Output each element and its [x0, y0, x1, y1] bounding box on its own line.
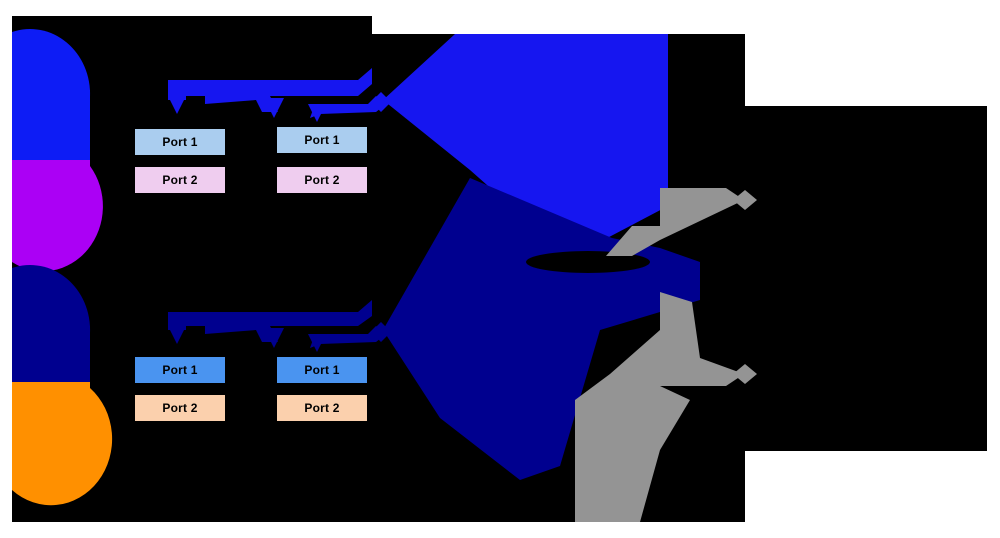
- arrow-bot-right: [308, 334, 326, 352]
- port-label: Port 1: [304, 363, 340, 377]
- node-top-upper[interactable]: [12, 28, 91, 160]
- port-box-top-left-port2[interactable]: Port 2: [134, 166, 226, 194]
- link-gray-lower[interactable]: [575, 292, 757, 522]
- node-top-lower[interactable]: [12, 160, 103, 272]
- node-bot-upper[interactable]: [12, 264, 91, 382]
- port-box-bottom-left-port2[interactable]: Port 2: [134, 394, 226, 422]
- link-top-bus[interactable]: [168, 68, 386, 118]
- arrow-top-mid: [264, 98, 284, 118]
- port-box-bottom-right-port1[interactable]: Port 1: [276, 356, 368, 384]
- port-label: Port 2: [162, 401, 198, 415]
- link-top-fanout[interactable]: [383, 34, 668, 246]
- navy-label-blob: [526, 251, 650, 273]
- port-box-bottom-left-port1[interactable]: Port 1: [134, 356, 226, 384]
- port-label: Port 2: [162, 173, 198, 187]
- port-label: Port 2: [304, 173, 340, 187]
- arrow-bot-left: [168, 326, 186, 344]
- port-box-top-left-port1[interactable]: Port 1: [134, 128, 226, 156]
- port-label: Port 2: [304, 401, 340, 415]
- port-label: Port 1: [304, 133, 340, 147]
- diamond-gray-lower: [733, 364, 757, 384]
- port-box-top-right-port1[interactable]: Port 1: [276, 126, 368, 154]
- arrow-bot-mid: [264, 328, 284, 348]
- node-bot-lower[interactable]: [12, 382, 113, 506]
- port-box-bottom-right-port2[interactable]: Port 2: [276, 394, 368, 422]
- canvas-panel-right: [745, 106, 987, 451]
- link-gray-upper[interactable]: [606, 188, 757, 256]
- diamond-top-a: [371, 92, 391, 112]
- port-label: Port 1: [162, 135, 198, 149]
- arrow-top-right: [308, 104, 326, 122]
- arrow-top-left: [168, 96, 186, 114]
- port-box-top-right-port2[interactable]: Port 2: [276, 166, 368, 194]
- port-label: Port 1: [162, 363, 198, 377]
- diamond-gray-upper: [733, 190, 757, 210]
